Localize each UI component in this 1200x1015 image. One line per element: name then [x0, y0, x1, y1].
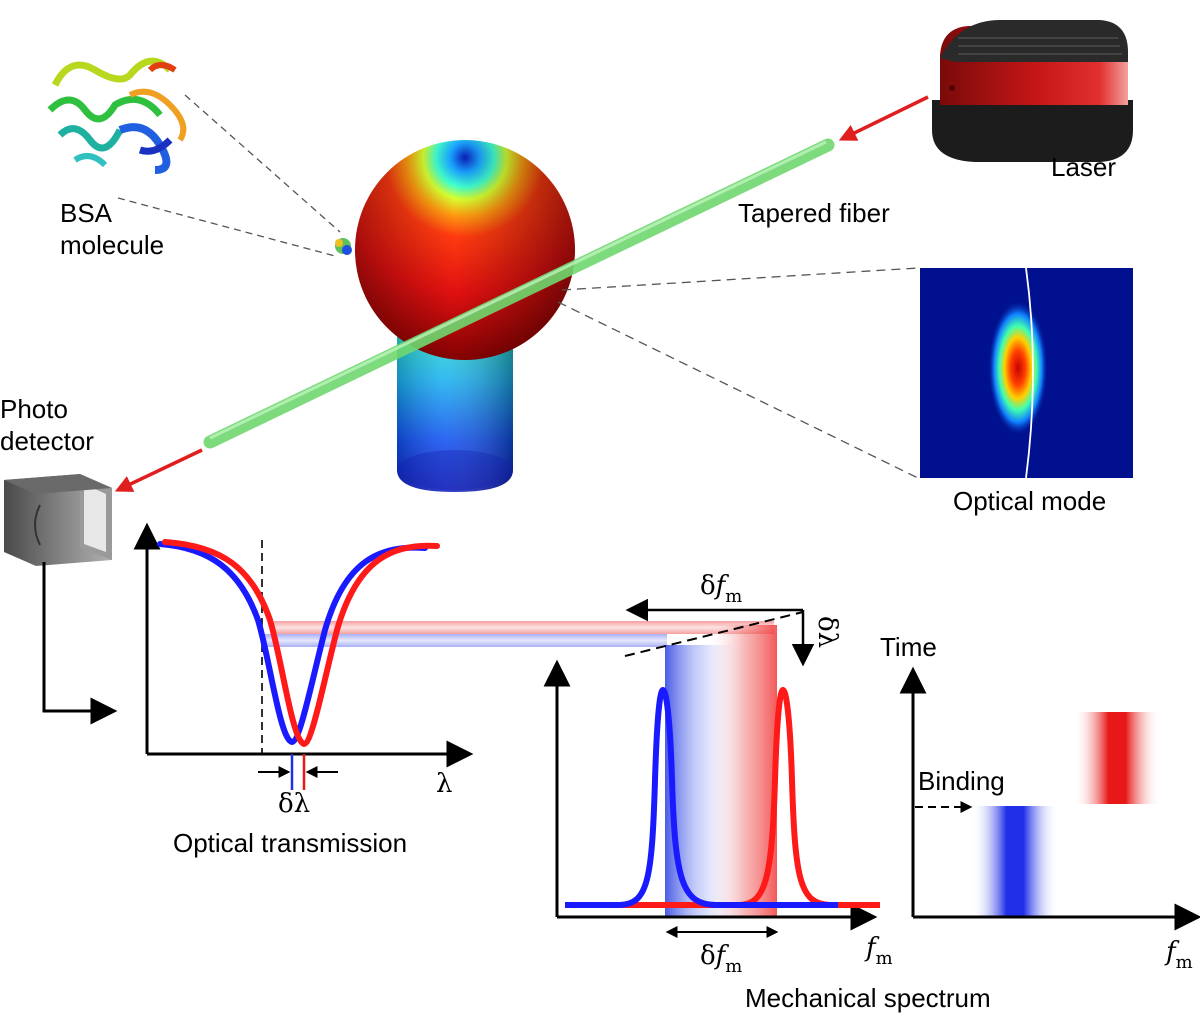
lambda-axis-label: λ: [436, 769, 452, 799]
laser-device: [932, 20, 1133, 162]
photodetector-device: [4, 474, 112, 566]
guide-beam-red: [274, 621, 774, 634]
transmission-dip-red: [162, 539, 440, 748]
laser-input-arrow: [838, 95, 929, 141]
mechanical-fm-axis-label: fm: [864, 933, 893, 969]
photodetector-label-line2: detector: [0, 426, 94, 456]
laser-label: Laser: [1051, 152, 1116, 182]
bsa-label-line2: molecule: [60, 230, 164, 260]
microsphere-resonator: [355, 140, 575, 492]
bsa-molecule-small: [335, 238, 352, 255]
photodetector-label-line1: Photo: [0, 394, 68, 424]
bsa-label-line1: BSA: [60, 198, 113, 228]
shift-dashed-line: [624, 611, 804, 657]
mechanical-spectrum-label: Mechanical spectrum: [745, 983, 991, 1013]
fiber-highlight: [209, 140, 827, 440]
mechanical-peak-red: [565, 686, 880, 908]
transmission-dip-blue: [157, 541, 428, 746]
delta-lambda-label: δλ: [278, 789, 310, 819]
red-peak-band: [705, 625, 777, 917]
delta-lambda-vertical-label: δλ: [812, 616, 842, 648]
optical-mode-image: [920, 267, 1133, 479]
time-axis-label: Time: [880, 632, 937, 662]
time-fm-axis-label: fm: [1164, 937, 1193, 973]
bsa-zoom-line: [117, 197, 336, 257]
bsa-molecule-image: [45, 48, 187, 174]
time-band-blue: [972, 806, 1058, 917]
guide-beam-blue: [262, 634, 667, 647]
mode-zoom-line: [557, 301, 919, 479]
bsa-zoom-line: [184, 94, 341, 233]
delta-fm-bottom-label: δfm: [700, 941, 742, 977]
optical-transmission-label: Optical transmission: [173, 828, 407, 858]
mechanical-peak-blue: [565, 686, 838, 908]
time-band-red: [1074, 712, 1160, 804]
mode-zoom-line: [561, 267, 919, 291]
tapered-fiber: [203, 138, 835, 449]
tapered-fiber-label: Tapered fiber: [738, 198, 890, 228]
detector-output-arrow: [114, 448, 203, 492]
optical-mode-label: Optical mode: [953, 486, 1106, 516]
delta-fm-top-label: δfm: [700, 571, 742, 607]
binding-label: Binding: [918, 766, 1005, 796]
detector-to-plot-arrow: [42, 562, 118, 725]
